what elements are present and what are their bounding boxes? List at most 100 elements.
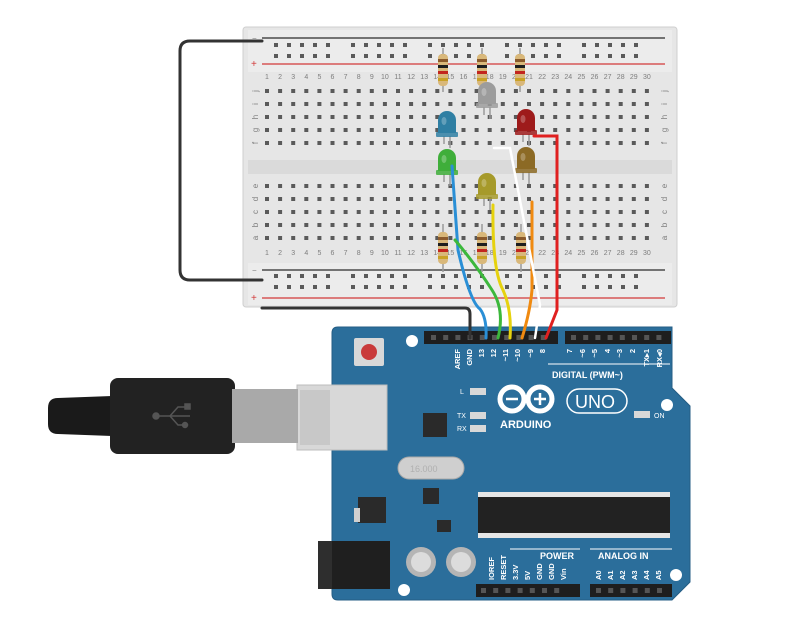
breadboard-hole: [369, 102, 374, 106]
column-number: 25: [578, 250, 586, 257]
wire-gnd[interactable]: [178, 39, 472, 340]
column-number: 11: [394, 74, 401, 81]
led-white[interactable]: [476, 82, 498, 119]
led-brown[interactable]: [515, 147, 537, 184]
column-number: 11: [394, 250, 401, 257]
rail-hole: [544, 285, 548, 289]
breadboard-hole: [566, 128, 571, 132]
header-pin[interactable]: [542, 588, 547, 593]
breadboard-hole: [540, 210, 545, 214]
breadboard-hole: [644, 236, 649, 240]
column-number: 10: [381, 250, 389, 257]
column-number: 30: [643, 74, 651, 81]
header-pin[interactable]: [632, 588, 638, 593]
rail-hole: [595, 274, 599, 278]
column-number: 10: [381, 74, 389, 81]
rail-hole: [364, 43, 368, 47]
wire-pin13[interactable]: [450, 164, 488, 340]
header-pin[interactable]: [481, 588, 486, 593]
wires: [178, 39, 559, 340]
header-pin[interactable]: [571, 335, 576, 340]
header-pin[interactable]: [619, 335, 625, 340]
header-pin[interactable]: [443, 335, 449, 340]
breadboard-hole: [592, 210, 597, 214]
header-pin[interactable]: [529, 588, 535, 593]
resistor[interactable]: [515, 48, 525, 92]
breadboard-hole: [265, 184, 269, 188]
wire-pin12[interactable]: [453, 238, 502, 340]
mount-hole: [398, 584, 410, 596]
wire-pin9[interactable]: [492, 146, 542, 340]
rail-hole: [582, 285, 586, 289]
breadboard-hole: [527, 197, 531, 201]
breadboard-hole: [330, 141, 335, 145]
row-letter: d: [660, 197, 669, 201]
header-pin[interactable]: [479, 335, 485, 340]
header-pin[interactable]: [620, 588, 626, 593]
rail-hole: [505, 274, 509, 278]
breadboard-hole: [265, 115, 269, 119]
header-pin[interactable]: [554, 588, 560, 593]
breadboard-hole: [356, 236, 361, 240]
header-pin[interactable]: [431, 335, 436, 340]
wire-pin11[interactable]: [491, 203, 512, 340]
led-blue[interactable]: [436, 111, 458, 148]
capacitor-top: [411, 552, 431, 572]
breadboard-hole: [500, 89, 505, 93]
rail-hole: [582, 274, 586, 278]
breadboard-hole: [513, 141, 518, 145]
usb-cable[interactable]: [48, 378, 298, 454]
resistor[interactable]: [438, 48, 448, 92]
header-pin[interactable]: [505, 588, 511, 593]
wire-pin10[interactable]: [520, 200, 534, 340]
header-pin[interactable]: [644, 335, 650, 340]
led-red[interactable]: [515, 109, 537, 146]
header-pin[interactable]: [528, 335, 534, 340]
header-pin[interactable]: [656, 335, 662, 340]
reset-button[interactable]: [361, 344, 377, 360]
breadboard-hole: [527, 236, 531, 240]
breadboard-hole: [553, 236, 558, 240]
breadboard-hole: [631, 236, 636, 240]
header-pin[interactable]: [583, 335, 589, 340]
power-pin-label: GND: [547, 563, 556, 580]
uno-label: UNO: [575, 392, 615, 412]
arduino-uno-board[interactable]: 16.000 L TX RX ON ARDUINO UNO: [296, 326, 691, 601]
header-pin[interactable]: [492, 335, 497, 340]
breadboard-hole: [605, 210, 610, 214]
breadboard-hole: [382, 128, 387, 132]
resistor[interactable]: [438, 224, 448, 272]
power-pin-label: GND: [535, 563, 544, 580]
breadboard-hole: [330, 210, 335, 214]
header-pin[interactable]: [608, 588, 614, 593]
header-pin[interactable]: [493, 588, 499, 593]
header-pin[interactable]: [644, 588, 650, 593]
breadboard-hole: [566, 210, 571, 214]
row-letter: h: [660, 115, 669, 119]
resistor[interactable]: [516, 224, 526, 272]
header-pin[interactable]: [607, 335, 613, 340]
resistor[interactable]: [477, 224, 487, 272]
header-pin[interactable]: [595, 335, 601, 340]
header-pin[interactable]: [516, 335, 522, 340]
header-pin[interactable]: [504, 335, 510, 340]
header-pin[interactable]: [596, 588, 601, 593]
header-pin[interactable]: [632, 335, 637, 340]
breadboard-hole: [291, 89, 296, 93]
digital-pin-label: GND: [465, 348, 474, 365]
usb-plug-neck: [232, 389, 298, 443]
breadboard-hole: [553, 210, 558, 214]
breadboard-hole: [618, 89, 623, 93]
breadboard-hole: [396, 184, 400, 188]
breadboard[interactable]: − + − + 11223344556677889910101111121213…: [242, 26, 678, 308]
rail-hole: [467, 274, 471, 278]
header-pin[interactable]: [455, 335, 461, 340]
header-pin[interactable]: [657, 588, 662, 593]
wire-pin8[interactable]: [532, 134, 559, 340]
led-olive[interactable]: [476, 173, 498, 210]
header-pin[interactable]: [540, 335, 546, 340]
capacitor-top: [451, 552, 471, 572]
header-pin[interactable]: [517, 588, 523, 593]
breadboard-hole: [605, 223, 610, 227]
